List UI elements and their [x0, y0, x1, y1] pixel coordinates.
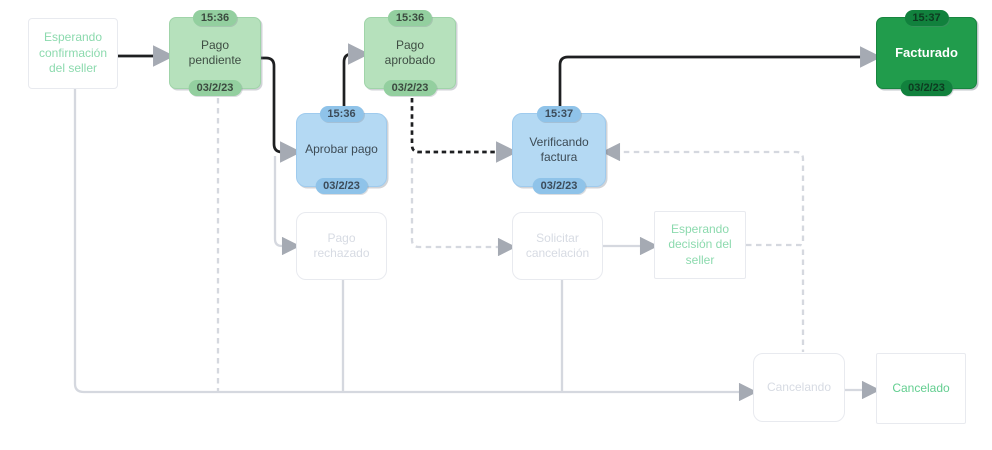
date-badge: 03/2/23 — [900, 80, 953, 96]
node-aprobar-pago[interactable]: 15:36 Aprobar pago 03/2/23 — [296, 106, 387, 194]
edge-pago-pendiente-to-aprobar-pago — [261, 56, 302, 163]
edge-esperando-decision-to-cancelando — [746, 243, 805, 352]
node-label: Esperando confirmación del seller — [38, 30, 108, 76]
node-verificando-factura[interactable]: 15:37 Verificando factura 03/2/23 — [512, 106, 606, 194]
node-label: Aprobar pago — [305, 142, 378, 157]
node-cancelando[interactable]: Cancelando — [753, 353, 845, 422]
edge-pago-pendiente-to-pago-rechazado — [273, 156, 301, 256]
date-badge: 03/2/23 — [383, 80, 437, 96]
node-label: Solicitar cancelación — [525, 230, 590, 260]
node-label: Pago rechazado — [313, 230, 370, 260]
edge-verificando-factura-to-facturado — [558, 46, 882, 112]
node-label: Cancelando — [766, 379, 832, 394]
date-badge: 03/2/23 — [532, 178, 586, 194]
node-pago-pendiente[interactable]: 15:36 Pago pendiente 03/2/23 — [169, 10, 261, 96]
time-badge: 15:36 — [319, 106, 364, 122]
edge-pago-aprobado-to-solicitar-cancelacion — [410, 158, 517, 257]
node-pago-aprobado[interactable]: 15:36 Pago aprobado 03/2/23 — [364, 10, 456, 96]
time-badge: 15:36 — [192, 10, 238, 26]
time-badge: 15:36 — [387, 10, 433, 26]
node-label: Facturado — [895, 44, 958, 60]
edge-pago-aprobado-to-verificando-factura — [410, 98, 518, 163]
node-label: Verificando factura — [529, 134, 589, 164]
node-esperando-confirmacion-seller[interactable]: Esperando confirmación del seller — [28, 18, 118, 89]
node-label: Pago pendiente — [188, 37, 242, 67]
node-esperando-decision-seller[interactable]: Esperando decisión del seller — [654, 211, 746, 279]
edge-esperando-confirmacion-to-cancelando — [73, 89, 758, 402]
time-badge: 15:37 — [904, 10, 949, 26]
node-facturado[interactable]: 15:37 Facturado 03/2/23 — [876, 10, 977, 96]
edge-aprobar-pago-to-pago-aprobado — [342, 43, 370, 112]
node-label: Pago aprobado — [384, 37, 436, 67]
edge-esperando-decision-to-verificando-factura — [601, 142, 805, 241]
node-pago-rechazado[interactable]: Pago rechazado — [296, 212, 387, 280]
node-cancelado[interactable]: Cancelado — [876, 353, 966, 424]
node-label: Esperando decisión del seller — [668, 221, 732, 267]
date-badge: 03/2/23 — [188, 80, 242, 96]
node-solicitar-cancelacion[interactable]: Solicitar cancelación — [512, 212, 603, 280]
node-label: Cancelado — [892, 380, 950, 395]
time-badge: 15:37 — [536, 106, 582, 122]
date-badge: 03/2/23 — [315, 178, 368, 194]
